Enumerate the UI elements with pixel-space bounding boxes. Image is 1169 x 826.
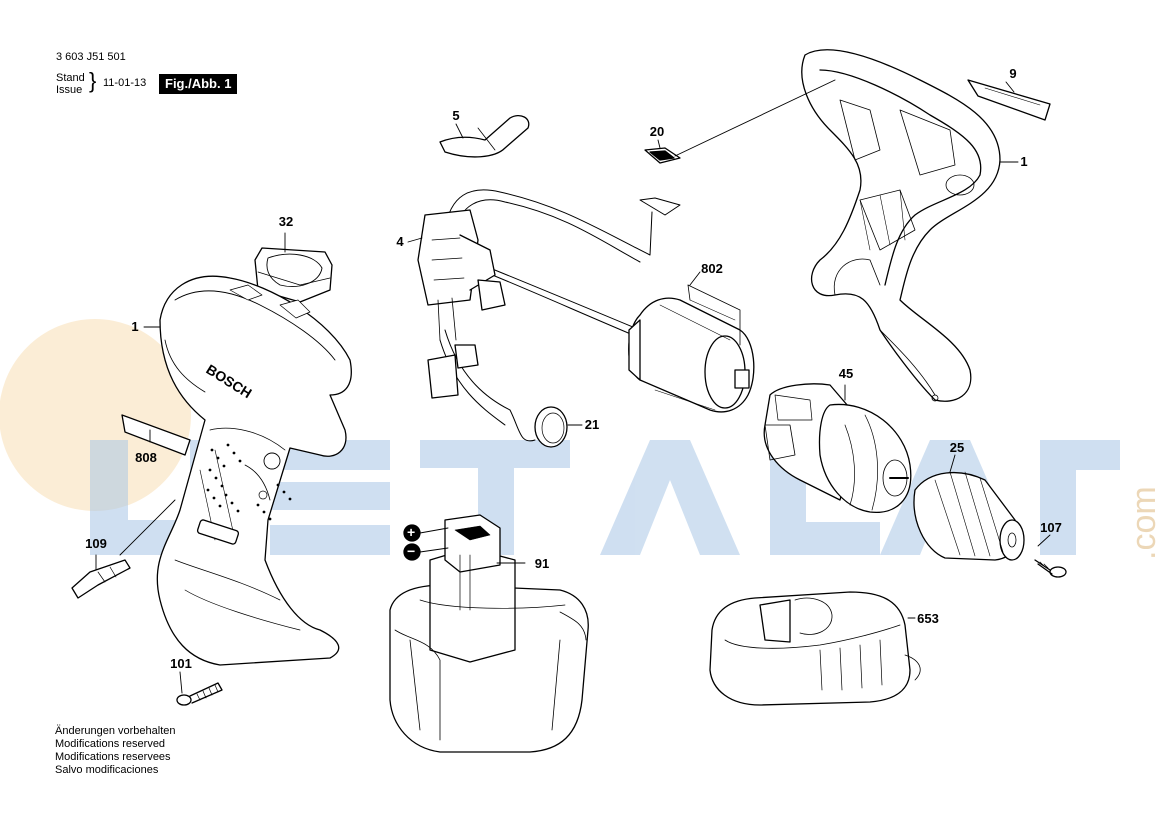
part-label-101: 101 (170, 656, 192, 671)
part-label-5: 5 (452, 108, 460, 123)
stand-label: Stand (56, 72, 85, 84)
note-en: Modifications reserved (55, 738, 166, 750)
part-label-4: 4 (396, 234, 404, 249)
modification-notes: Änderungen vorbehalten Modifications res… (55, 725, 175, 777)
switch-pad-20 (644, 147, 681, 164)
motor-802 (628, 297, 755, 413)
leader-lines (95, 79, 1051, 694)
part-label-25: 25 (949, 440, 965, 455)
note-fr: Modifications reservees (55, 751, 171, 763)
part-label-1-left: 1 (131, 319, 139, 334)
note-de: Änderungen vorbehalten (55, 725, 176, 737)
part-label-802: 802 (701, 261, 723, 276)
screwdriver-bit-109 (71, 559, 131, 599)
label-strip-9 (967, 79, 1051, 121)
direction-switch-5 (439, 114, 530, 158)
part-label-91: 91 (534, 556, 550, 571)
charger-653 (709, 591, 921, 706)
part-label-1-right: 1 (1020, 154, 1028, 169)
switch-module-4 (417, 209, 506, 399)
part-label-808: 808 (135, 450, 157, 465)
part-label-9: 9 (1009, 66, 1017, 81)
issue-label: Issue (56, 84, 83, 96)
part-label-21: 21 (584, 417, 600, 432)
housing-right-half (801, 49, 1001, 402)
part-label-109: 109 (85, 536, 107, 551)
battery-91 (389, 514, 589, 753)
screw-107 (1034, 559, 1067, 578)
gearbox-45 (763, 383, 912, 514)
screw-101 (176, 682, 223, 706)
part-label-45: 45 (838, 366, 854, 381)
chuck-25 (913, 471, 1025, 561)
battery-minus-symbol: − (407, 543, 416, 559)
part-label-653: 653 (917, 611, 939, 626)
figure-label: Fig./Abb. 1 (159, 74, 238, 94)
part-label-107: 107 (1040, 520, 1062, 535)
housing-left-half (156, 275, 352, 666)
label-strip-808 (121, 414, 191, 456)
part-label-20: 20 (649, 124, 665, 139)
battery-plus-symbol: + (407, 524, 416, 540)
note-es: Salvo modificaciones (55, 764, 159, 776)
issue-date: 11-01-13 (103, 77, 147, 89)
brace-icon: } (89, 68, 97, 93)
document-number: 3 603 J51 501 (56, 51, 126, 63)
part-label-32: 32 (278, 214, 294, 229)
watermark-circle (0, 319, 191, 511)
disc-21 (534, 406, 568, 448)
